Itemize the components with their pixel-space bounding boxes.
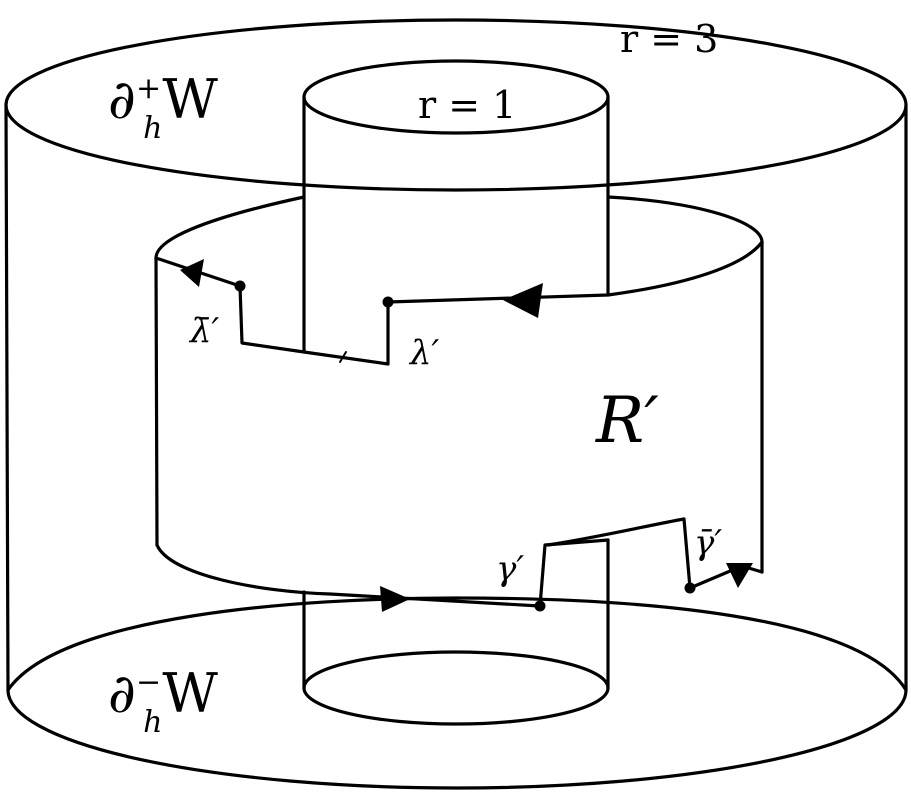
- endpoints: [234, 280, 696, 612]
- lambda-bar-dot: [234, 280, 246, 292]
- label-r-inner: r = 1: [418, 83, 516, 127]
- lambda-dot: [382, 296, 394, 308]
- label-r-outer: r = 3: [620, 17, 718, 61]
- band-left-side: [154, 256, 159, 547]
- lambda-bar-path: [238, 284, 390, 366]
- label-bottom-boundary: ∂−hW: [108, 662, 218, 740]
- arrow-top-right: [503, 283, 543, 318]
- lambda-tick: [339, 351, 347, 363]
- band-top-back-edge-right: [606, 195, 764, 244]
- labels: r = 3 r = 1 ∂+hW ∂−hW R′ λ′ λ̄′ γ′ γ̄′: [108, 17, 722, 740]
- gamma-path: [538, 538, 610, 608]
- arrow-gamma-bar: [726, 563, 753, 588]
- outer-cylinder: [4, 18, 908, 790]
- outer-bottom-back-arc: [6, 596, 908, 692]
- label-gamma: γ′: [496, 549, 524, 589]
- arrow-bottom-front: [380, 586, 410, 612]
- label-gamma-bar: γ̄′: [694, 523, 722, 563]
- inner-bottom-front-arc: [302, 686, 610, 726]
- gamma-dot: [534, 600, 546, 612]
- label-region: R′: [595, 384, 659, 458]
- band-bottom-front-edge: [155, 543, 542, 608]
- gamma-bar-dot: [684, 582, 696, 594]
- band-top-back-edge-left: [154, 195, 306, 260]
- outer-left-side: [4, 103, 10, 692]
- arrowheads: [180, 259, 753, 612]
- label-lambda: λ′: [408, 333, 440, 373]
- label-lambda-bar: λ̄′: [188, 311, 220, 351]
- inner-cylinder: [302, 59, 610, 726]
- label-top-boundary: ∂+hW: [108, 68, 218, 146]
- inner-bottom-back-arc: [302, 650, 610, 690]
- band-bottom-back-edge: [546, 517, 686, 547]
- band-region: [154, 195, 764, 608]
- band-top-right-edge: [386, 240, 764, 304]
- arrow-top-left: [180, 259, 204, 287]
- gamma-bar-path: [682, 517, 764, 590]
- outer-bottom-front-arc: [6, 688, 908, 790]
